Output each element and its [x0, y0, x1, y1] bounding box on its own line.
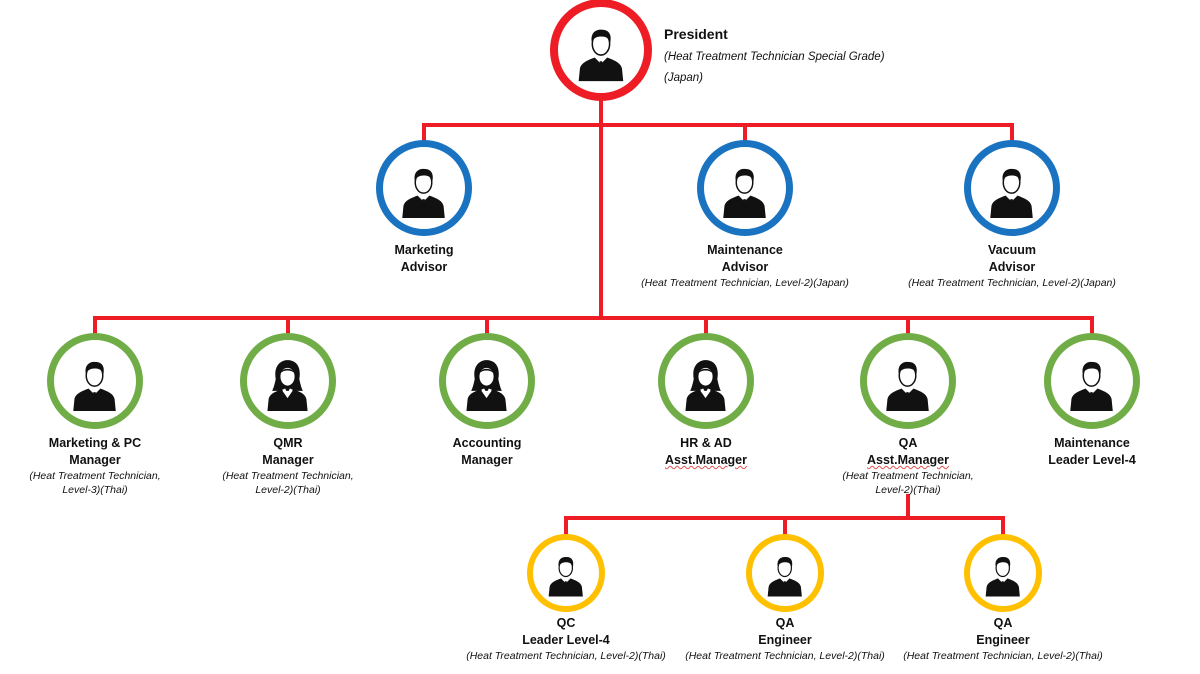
marketing-pc-manager-label: Marketing & PC Manager (Heat Treatment Tec… [29, 435, 160, 497]
male-person-icon [878, 347, 937, 416]
node-qualification: Level-2)(Thai) [255, 484, 321, 496]
maintenance-advisor-node [697, 140, 793, 236]
maintenance-leader-level-4-node [1044, 333, 1140, 429]
male-person-icon [715, 154, 774, 223]
node-qualification: Level-3)(Thai) [62, 484, 128, 496]
node-qualification: (Heat Treatment Technician, Level-2)(Jap… [641, 277, 849, 289]
node-title: HR & AD [680, 436, 732, 450]
node-title: Maintenance [1054, 436, 1130, 450]
node-title: Engineer [976, 633, 1030, 647]
president-qualification: (Heat Treatment Technician Special Grade… [664, 51, 885, 63]
node-title: Manager [69, 453, 121, 467]
connector-line [485, 316, 489, 334]
node-title: Marketing & PC [48, 436, 142, 450]
connector-line [286, 316, 290, 334]
node-title: QMR [273, 436, 303, 450]
qa-engineer-label: QA Engineer (Heat Treatment Technician, Le… [903, 615, 1103, 663]
node-title: Leader Level-4 [522, 633, 610, 647]
node-title: QA [898, 436, 918, 450]
node-title: QA [993, 616, 1013, 630]
node-title: Leader Level-4 [1048, 453, 1136, 467]
qc-leader-level-4-node [527, 534, 605, 612]
qa-engineer-label: QA Engineer (Heat Treatment Technician, Le… [685, 615, 885, 663]
node-title: Marketing [394, 243, 454, 257]
node-qualification: (Heat Treatment Technician, [842, 470, 974, 482]
male-person-icon [982, 154, 1041, 223]
connector-line [1010, 123, 1014, 143]
node-qualification: (Heat Treatment Technician, Level-2)(Jap… [908, 277, 1116, 289]
connector-line [783, 516, 787, 536]
hr-ad-asst-manager-node [658, 333, 754, 429]
connector-line [564, 516, 568, 536]
male-person-icon [542, 545, 590, 600]
qa-engineer-node [746, 534, 824, 612]
connector-line [1090, 316, 1094, 334]
node-title: Asst.Manager [665, 453, 747, 467]
connector-line [704, 316, 708, 334]
connector-line [906, 494, 910, 520]
hr-ad-asst-manager-label: HR & AD Asst.Manager [665, 435, 747, 469]
node-title: QC [556, 616, 576, 630]
node-qualification: Level-2)(Thai) [875, 484, 941, 496]
marketing-pc-manager-node [47, 333, 143, 429]
marketing-advisor-node [376, 140, 472, 236]
node-title: Asst.Manager [867, 453, 949, 467]
female-person-icon [676, 347, 735, 416]
female-person-icon [258, 347, 317, 416]
node-title: Maintenance [707, 243, 783, 257]
male-person-icon [394, 154, 453, 223]
node-qualification: (Heat Treatment Technician, [29, 470, 161, 482]
node-qualification: (Heat Treatment Technician, [222, 470, 354, 482]
connector-line [93, 316, 97, 334]
president-title: President [664, 26, 728, 42]
node-title: Vacuum [988, 243, 1036, 257]
connector-line [599, 95, 603, 320]
node-title: QA [775, 616, 795, 630]
qa-engineer-node [964, 534, 1042, 612]
connector-line [743, 123, 747, 143]
male-person-icon [761, 545, 809, 600]
qmr-manager-label: QMR Manager (Heat Treatment Technician, Lev… [222, 435, 353, 497]
node-title: Engineer [758, 633, 812, 647]
node-title: Advisor [400, 260, 448, 274]
female-person-icon [457, 347, 516, 416]
node-title: Advisor [721, 260, 769, 274]
node-qualification: (Heat Treatment Technician, Level-2)(Tha… [466, 650, 666, 662]
vacuum-advisor-node [964, 140, 1060, 236]
qa-asst-manager-label: QA Asst.Manager (Heat Treatment Technician… [842, 435, 973, 497]
male-person-icon [1062, 347, 1121, 416]
accounting-manager-node [439, 333, 535, 429]
qa-asst-manager-node [860, 333, 956, 429]
male-person-icon [570, 14, 632, 86]
president-node [550, 0, 652, 101]
president-label: President (Heat Treatment Technician Spe… [664, 26, 885, 93]
qc-leader-level-4-label: QC Leader Level-4 (Heat Treatment Technici… [466, 615, 666, 663]
male-person-icon [65, 347, 124, 416]
male-person-icon [979, 545, 1027, 600]
connector-line [422, 123, 1014, 127]
node-title: Manager [262, 453, 314, 467]
connector-line [1001, 516, 1005, 536]
node-title: Accounting [452, 436, 522, 450]
node-qualification: (Heat Treatment Technician, Level-2)(Tha… [903, 650, 1103, 662]
node-title: Manager [461, 453, 513, 467]
president-nationality: (Japan) [664, 72, 703, 84]
connector-line [93, 316, 1094, 320]
connector-line [422, 123, 426, 143]
connector-line [906, 316, 910, 334]
node-title: Advisor [988, 260, 1036, 274]
node-qualification: (Heat Treatment Technician, Level-2)(Tha… [685, 650, 885, 662]
qmr-manager-node [240, 333, 336, 429]
